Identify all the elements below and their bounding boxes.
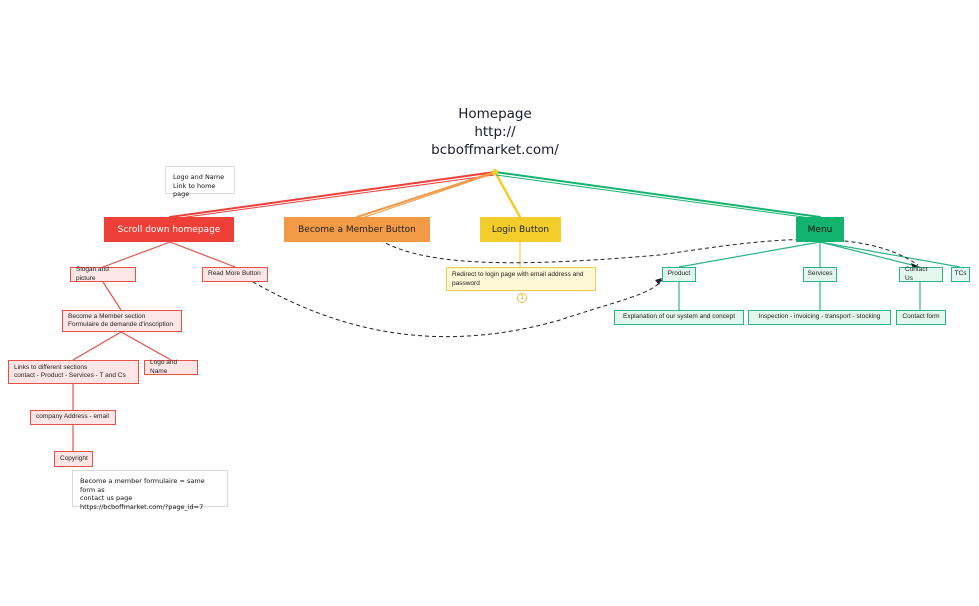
slogan-picture-label: Slogan and picture xyxy=(76,266,109,282)
login-redirect-node[interactable]: Redirect to login page with email addres… xyxy=(446,267,596,291)
menu-subtree-lines xyxy=(678,241,961,310)
member-note-line-2: contact us page xyxy=(80,494,133,502)
become-member-button-label: Become a Member Button xyxy=(298,224,416,235)
member-note-line-1: Become a member formulaire = same form a… xyxy=(80,477,205,494)
section-links-node[interactable]: Links to different sections contact - Pr… xyxy=(8,360,139,384)
slogan-picture-node[interactable]: Slogan and picture xyxy=(70,266,136,282)
become-member-section-line-2: Formulaire de demande d'inscription xyxy=(68,321,173,328)
section-links-line-1: Links to different sections xyxy=(14,363,88,371)
scroll-down-homepage-label: Scroll down homepage xyxy=(117,224,221,235)
homepage-title: Homepage http:// bcboffmarket.com/ xyxy=(395,105,595,159)
logo-name-label: Logo and Name xyxy=(150,359,178,375)
menu-item-product-label: Product xyxy=(667,270,691,278)
logo-name-node[interactable]: Logo and Name xyxy=(144,359,198,375)
title-line-1: Homepage xyxy=(458,106,532,122)
menu-item-tcs-label: TCs xyxy=(954,270,967,278)
contact-detail-label: Contact form xyxy=(902,313,940,321)
dashed-cross-links xyxy=(252,238,919,338)
company-address-label: company Address - email xyxy=(36,413,109,421)
logo-note-line-1: Logo and Name xyxy=(173,173,225,181)
become-member-section-line-1: Become a Member section xyxy=(68,312,146,320)
contact-detail-node[interactable]: Contact form xyxy=(896,310,946,325)
menu-item-tcs[interactable]: TCs xyxy=(951,267,970,282)
menu-item-services-label: Services xyxy=(807,270,833,278)
scroll-down-homepage-node[interactable]: Scroll down homepage xyxy=(104,217,234,242)
services-detail-label: Inspection - invoicing - transport - sto… xyxy=(758,313,881,321)
logo-note-line-2: Link to home page xyxy=(173,181,216,199)
product-detail-label: Explanation of our system and concept xyxy=(622,313,735,321)
product-detail-node[interactable]: Explanation of our system and concept xyxy=(614,310,744,325)
title-line-2: http:// xyxy=(474,124,516,140)
scroll-subtree-lines xyxy=(72,241,236,451)
login-redirect-line-2: password xyxy=(452,279,480,287)
main-branch-lines xyxy=(169,169,821,220)
menu-item-contact-us-label: Contact Us xyxy=(905,266,928,282)
logo-note: Logo and Name Link to home page xyxy=(165,166,235,198)
login-button-node[interactable]: Login Button xyxy=(480,217,561,242)
login-button-label: Login Button xyxy=(491,224,550,235)
company-address-node[interactable]: company Address - email xyxy=(30,410,116,425)
login-redirect-line-1: Redirect to login page with email addres… xyxy=(452,271,584,278)
menu-item-services[interactable]: Services xyxy=(803,267,837,282)
copyright-label: Copyright xyxy=(60,454,88,462)
read-more-button-label: Read More Button xyxy=(208,270,261,278)
become-member-section-node[interactable]: Become a Member section Formulaire de de… xyxy=(62,310,182,332)
menu-node[interactable]: Menu xyxy=(796,217,844,242)
services-detail-node[interactable]: Inspection - invoicing - transport - sto… xyxy=(748,310,891,325)
title-line-3: bcboffmarket.com/ xyxy=(431,142,559,158)
become-member-button-node[interactable]: Become a Member Button xyxy=(284,217,430,242)
member-form-note: Become a member formulaire = same form a… xyxy=(72,470,228,511)
comment-count-badge[interactable]: 1 xyxy=(517,293,527,303)
member-note-line-3: https://bcboffmarket.com/?page_id=7 xyxy=(80,502,204,511)
menu-item-product[interactable]: Product xyxy=(662,267,696,282)
menu-label: Menu xyxy=(807,224,833,235)
read-more-button-node[interactable]: Read More Button xyxy=(202,267,268,282)
copyright-node[interactable]: Copyright xyxy=(54,451,93,467)
section-links-line-2: contact - Product - Services - T and Cs xyxy=(14,372,126,379)
menu-item-contact-us[interactable]: Contact Us xyxy=(899,266,943,282)
